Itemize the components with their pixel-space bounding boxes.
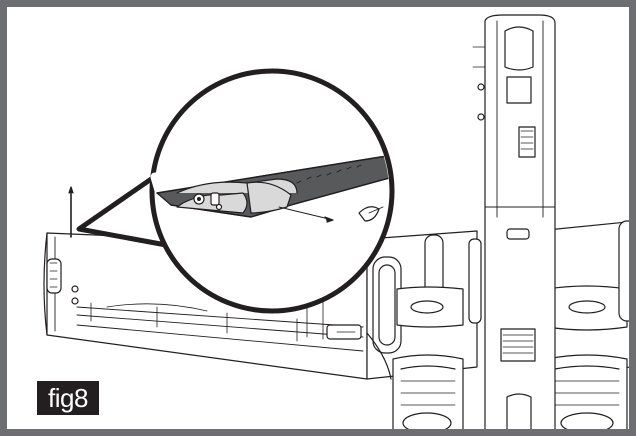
figure-label: fig8 xyxy=(37,381,99,415)
fuselage xyxy=(472,14,556,429)
assembly-illustration xyxy=(43,14,629,429)
detail-callout xyxy=(76,68,395,314)
